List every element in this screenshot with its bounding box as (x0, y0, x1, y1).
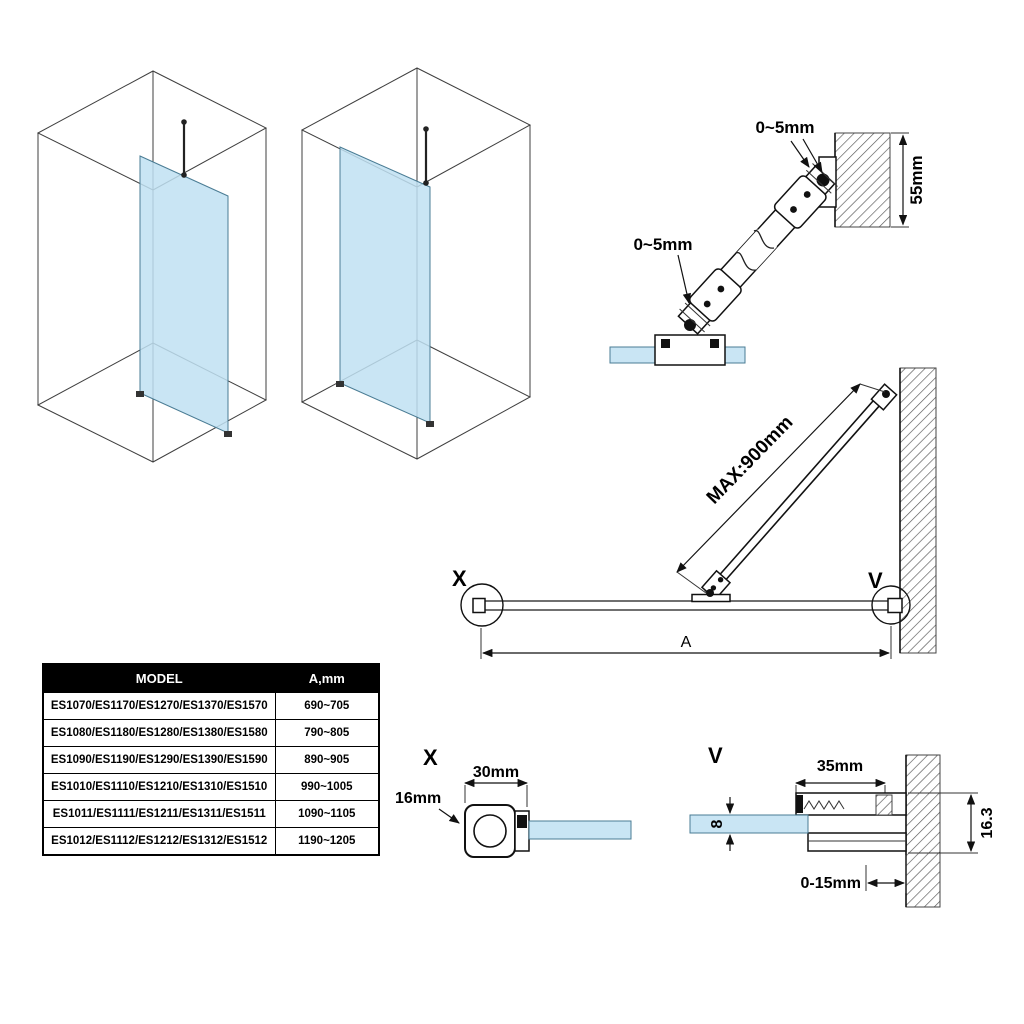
a-mm-cell: 690~705 (274, 692, 380, 720)
wall-hatched (834, 132, 891, 228)
brace-max-label: MAX:900mm (703, 412, 798, 508)
section-v-label: V (868, 568, 883, 593)
a-mm-cell: 990~1005 (274, 773, 380, 801)
a-mm-cell: 890~905 (274, 746, 380, 774)
adjust-range-label: 0-15mm (801, 875, 861, 892)
profile-width-label: 35mm (817, 758, 863, 775)
dimension-0-15mm: 0-15mm (801, 855, 907, 893)
ceiling-support-rod (423, 126, 429, 186)
table-row: ES1010/ES1110/ES1210/ES1310/ES1510 990~1… (42, 773, 380, 801)
glass-thickness-label: 8 (709, 819, 726, 828)
gap-dimension-top: 0~5mm (755, 118, 838, 194)
model-cell: ES1011/ES1111/ES1211/ES1311/ES1511 (42, 800, 276, 828)
section-detail-v: V 35mm 8 16.3 (689, 743, 996, 908)
section-circle-x (460, 583, 504, 627)
model-cell: ES1012/ES1112/ES1212/ES1312/ES1512 (42, 827, 276, 856)
section-detail-x: X 30mm 16mm (395, 745, 632, 858)
dimension-16-3: 16.3 (908, 792, 996, 854)
model-cell: ES1090/ES1190/ES1290/ES1390/ES1590 (42, 746, 276, 774)
table-row: ES1090/ES1190/ES1290/ES1390/ES1590 890~9… (42, 746, 380, 774)
support-bracket-detail: 0~5mm 0~5mm 55mm (609, 118, 926, 366)
table-row: ES1012/ES1112/ES1212/ES1312/ES1512 1190~… (42, 827, 380, 856)
glass-panel (139, 155, 229, 434)
end-profile-right (887, 597, 903, 614)
gap-bottom-label: 0~5mm (633, 235, 692, 254)
dimension-8mm: 8 (709, 797, 735, 851)
dimension-max-900: MAX:900mm (676, 383, 886, 594)
table-row: ES1011/ES1111/ES1211/ES1311/ES1511 1090~… (42, 800, 380, 828)
dimension-16mm: 16mm (395, 790, 460, 824)
glass-panel-plan (477, 600, 896, 611)
wall-post-profile (464, 804, 530, 858)
dimension-35mm: 35mm (794, 758, 887, 795)
plan-view: MAX:900mm X V A (452, 367, 937, 659)
glass-clamp-assembly (609, 334, 746, 366)
width-a-label: A (681, 634, 692, 651)
detail-v-title: V (708, 743, 723, 768)
gap-top-label: 0~5mm (755, 118, 814, 137)
wall-hatched (905, 754, 941, 908)
upper-clamp (773, 175, 827, 229)
glass-strip (689, 814, 809, 834)
detail-x-title: X (423, 745, 438, 770)
profile-width-label: 30mm (473, 764, 519, 781)
a-mm-cell: 1090~1105 (274, 800, 380, 828)
table-header-model: MODEL (42, 663, 276, 693)
table-header-amm: A,mm (274, 663, 380, 693)
wall-plate-height-label: 55mm (907, 155, 926, 204)
section-circle-v (871, 585, 911, 625)
dimension-30mm: 30mm (463, 764, 529, 807)
panel-feet (136, 391, 232, 437)
gap-dimension-bottom: 0~5mm (633, 235, 711, 333)
profile-height-label: 16.3 (979, 807, 996, 838)
table-row: ES1070/ES1170/ES1270/ES1370/ES1570 690~7… (42, 692, 380, 720)
glass-panel (339, 146, 431, 424)
lower-clamp (688, 268, 742, 322)
isometric-view-left (36, 70, 268, 463)
model-cell: ES1010/ES1110/ES1210/ES1310/ES1510 (42, 773, 276, 801)
model-cell: ES1080/ES1180/ES1280/ES1380/ES1580 (42, 719, 276, 747)
model-size-table: MODEL A,mm ES1070/ES1170/ES1270/ES1370/E… (42, 663, 380, 856)
model-cell: ES1070/ES1170/ES1270/ES1370/ES1570 (42, 692, 276, 720)
wall-profile-extrusion (795, 792, 907, 852)
dimension-55mm: 55mm (891, 132, 926, 228)
wall-hatched (899, 367, 937, 654)
dimension-a: A (480, 626, 892, 659)
a-mm-cell: 790~805 (274, 719, 380, 747)
profile-depth-label: 16mm (395, 790, 441, 807)
ceiling-support-rod (181, 119, 187, 178)
isometric-view-right (300, 67, 532, 460)
glass-strip (528, 820, 632, 840)
panel-feet (336, 381, 434, 427)
a-mm-cell: 1190~1205 (274, 827, 380, 856)
table-row: ES1080/ES1180/ES1280/ES1380/ES1580 790~8… (42, 719, 380, 747)
table-header-row: MODEL A,mm (42, 663, 380, 693)
end-profile-left (472, 597, 486, 614)
section-x-label: X (452, 566, 467, 591)
